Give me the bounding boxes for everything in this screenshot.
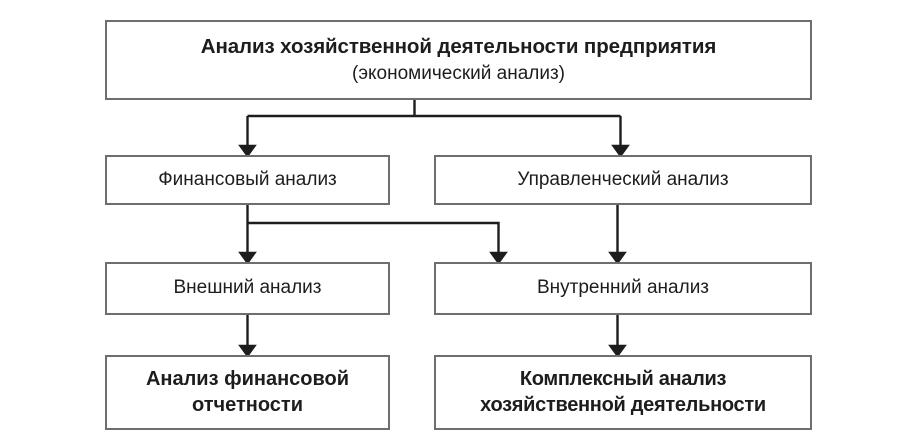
node-external-analysis[interactable]: Внешний анализ [105, 262, 390, 315]
node-financial-analysis-label: Финансовый анализ [158, 168, 337, 190]
node-financial-statements-analysis-line1: Анализ финансовой [145, 367, 350, 390]
node-complex-activity-analysis-line1: Комплексный анализ [519, 367, 727, 390]
node-managerial-analysis[interactable]: Управленческий анализ [434, 155, 812, 205]
node-complex-activity-analysis[interactable]: Комплексный анализ хозяйственной деятель… [434, 355, 812, 430]
node-internal-analysis[interactable]: Внутренний анализ [434, 262, 812, 315]
node-managerial-analysis-label: Управленческий анализ [517, 168, 729, 190]
node-root[interactable]: Анализ хозяйственной деятельности предпр… [105, 20, 812, 100]
node-complex-activity-analysis-line2: хозяйственной деятельности [480, 393, 766, 416]
node-root-subtitle: (экономический анализ) [352, 62, 565, 84]
node-financial-statements-analysis-label: Анализ финансовой отчетности [107, 367, 388, 418]
edge-financial-to-internal-analysis [247, 221, 508, 265]
node-financial-statements-analysis-line2: отчетности [191, 393, 304, 416]
node-internal-analysis-label: Внутренний анализ [536, 277, 710, 299]
node-financial-statements-analysis[interactable]: Анализ финансовой отчетности [105, 355, 390, 430]
node-financial-analysis[interactable]: Финансовый анализ [105, 155, 390, 205]
node-root-title: Анализ хозяйственной деятельности предпр… [200, 34, 717, 58]
node-external-analysis-label: Внешний анализ [173, 277, 322, 299]
node-complex-activity-analysis-label: Комплексный анализ хозяйственной деятель… [436, 367, 810, 418]
